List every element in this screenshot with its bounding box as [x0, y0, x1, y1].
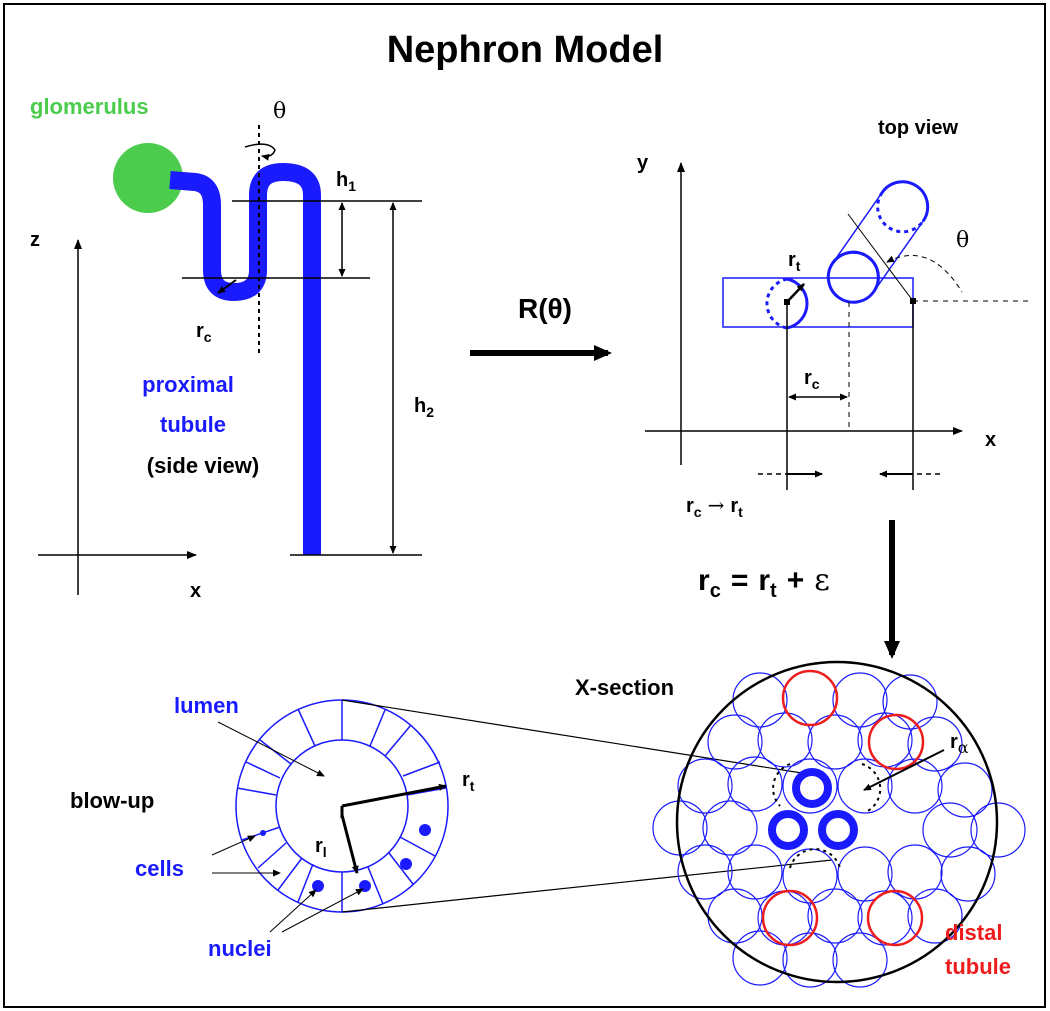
rotated-axis-line — [847, 213, 914, 302]
x-axis-label: x — [190, 580, 201, 602]
top-view-title: top view — [878, 117, 958, 139]
cells-label: cells — [135, 856, 184, 881]
xsection-title: X-section — [575, 675, 674, 700]
xsection-panel: X-section — [575, 660, 1026, 988]
figure-title: Nephron Model — [387, 29, 664, 71]
proximal-tubule-shape — [169, 163, 321, 555]
glomerulus-label: glomerulus — [30, 94, 149, 119]
blowup-rl-arrow — [340, 814, 359, 874]
rc-side-arrow — [217, 279, 237, 294]
rotation-arrow — [244, 143, 276, 161]
nuclei-pointer-2 — [281, 888, 364, 933]
zoom-connector-bottom — [341, 859, 833, 913]
equation-text: rc=rt+ε — [698, 563, 830, 602]
proximal-label-2: tubule — [160, 412, 226, 437]
glomerulus-shape — [113, 143, 183, 213]
proximal-label-1: proximal — [142, 372, 234, 397]
xsection-boundary — [675, 660, 999, 984]
lumen-label: lumen — [174, 693, 239, 718]
distal-tubules — [761, 669, 925, 947]
left-cap-dotted — [765, 277, 788, 330]
zoom-connector-top — [341, 699, 809, 775]
nuclei-dots — [260, 824, 431, 892]
transform-label: R(θ) — [518, 293, 572, 324]
nuclei-label: nuclei — [208, 936, 272, 961]
top-rt-label: rt — [788, 249, 801, 274]
top-theta-label: θ — [956, 228, 969, 253]
top-view-panel: top view y x θ rt — [637, 117, 1030, 520]
theta-arc — [886, 254, 963, 293]
left-cap — [786, 277, 809, 330]
blowup-rl-label: rl — [315, 835, 327, 860]
rotated-tubule — [826, 180, 930, 304]
blowup-rt-arrow — [341, 783, 447, 808]
equation-block: rc=rt+ε — [698, 520, 900, 659]
dotted-tubules — [772, 763, 882, 869]
rotation-transform: R(θ) — [470, 293, 612, 361]
side-view-label: (side view) — [147, 453, 259, 478]
distal-label-1: distal — [945, 920, 1002, 945]
z-axis-label: z — [30, 229, 40, 251]
blowup-panel: rt rl lumen blow-up cells nuclei — [70, 693, 833, 961]
blowup-rt-label: rt — [462, 769, 475, 794]
rt-arrow — [786, 283, 805, 303]
top-rc-label: rc — [804, 367, 820, 392]
nuclei-pointer-1 — [269, 889, 317, 933]
h2-label: h2 — [414, 395, 434, 420]
cell-walls — [236, 700, 447, 912]
tubule-rectangle — [722, 277, 914, 328]
central-tubules — [768, 768, 858, 850]
lumen-pointer — [217, 721, 325, 777]
figure-border — [3, 3, 1046, 1008]
h1-label: h1 — [336, 169, 356, 194]
side-rc-label: rc — [196, 320, 212, 345]
side-view-panel: z x glomerulus θ rc h1 h2 proximal tubul… — [30, 94, 434, 602]
side-theta-label: θ — [273, 99, 286, 124]
top-y-axis-label: y — [637, 152, 649, 174]
blowup-label: blow-up — [70, 788, 154, 813]
rc-to-rt-label: rc→rt — [686, 493, 743, 520]
distal-label-2: tubule — [945, 954, 1011, 979]
ralpha-arrow — [863, 749, 945, 791]
cells-pointer-1 — [211, 835, 256, 856]
top-x-axis-label: x — [985, 429, 996, 451]
ralpha-label: rα — [950, 731, 969, 757]
